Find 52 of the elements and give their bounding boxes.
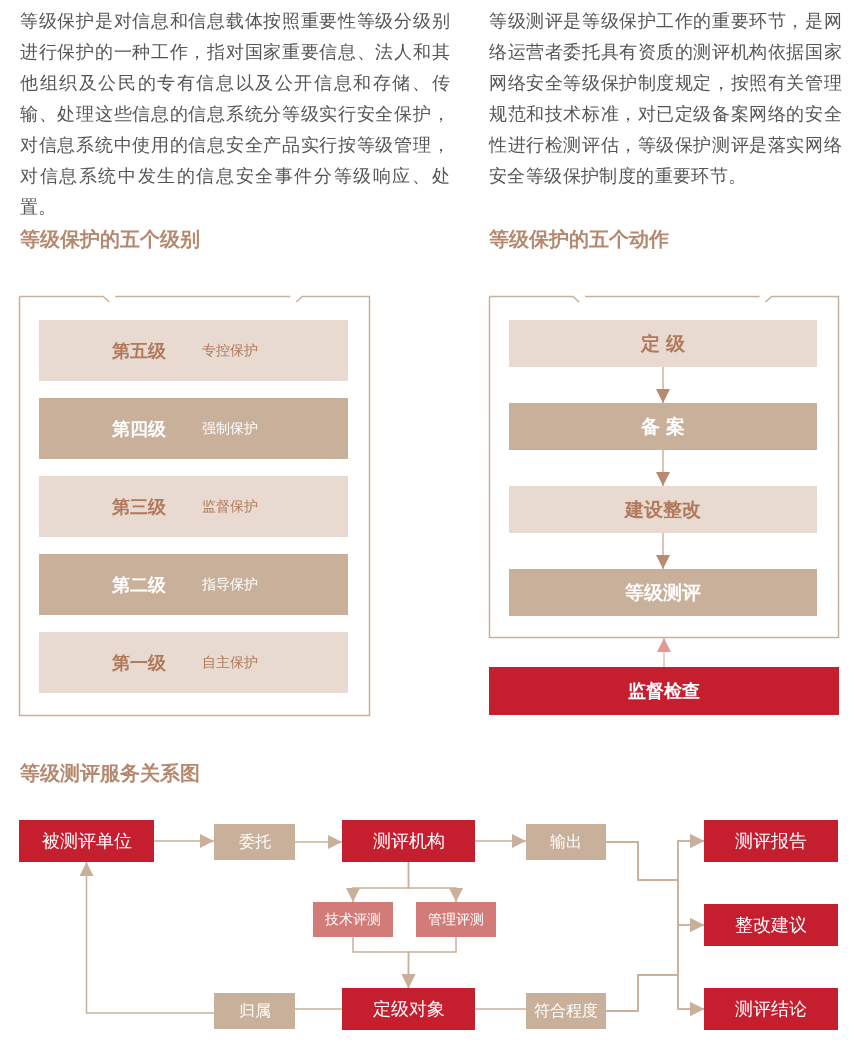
process-box: 归属 <box>214 993 295 1029</box>
arrow <box>605 974 705 1016</box>
process-box: 管理评测 <box>416 902 496 937</box>
process-box: 被测评单位 <box>19 820 154 862</box>
level-description: 监督保护 <box>202 497 258 516</box>
step-bar: 建设整改 <box>509 486 817 533</box>
arrow <box>294 835 343 849</box>
level-description: 专控保护 <box>202 341 258 360</box>
process-box: 符合程度 <box>526 993 606 1029</box>
level-description: 自主保护 <box>202 653 258 672</box>
process-box: 整改建议 <box>704 904 838 946</box>
level-title: 第二级 <box>112 572 166 597</box>
process-box: 技术评测 <box>313 902 393 937</box>
level-description: 强制保护 <box>202 419 258 438</box>
arrow <box>407 861 463 903</box>
arrow <box>401 936 457 989</box>
connector-line <box>474 1008 527 1010</box>
level-title: 第一级 <box>112 650 166 675</box>
arrow <box>153 834 215 848</box>
paragraph: 等级测评是等级保护工作的重要环节，是网络运营者委托具有资质的测评机构依据国家网络安全等级保护制度规定，按照有关管理规范和技术标准，对已定级备案网络的安全性进行检测评估，等级保护测评是落实网络安全等级保护制度的重要环节。 <box>489 9 842 188</box>
level-bar <box>39 476 348 537</box>
section-heading: 等级保护的五个级别 <box>20 226 201 253</box>
level-title: 第三级 <box>112 494 166 519</box>
arrow <box>79 861 215 1014</box>
level-title: 第五级 <box>112 338 166 363</box>
step-bar: 定 级 <box>509 320 817 367</box>
process-box: 测评报告 <box>704 820 838 862</box>
section-heading: 等级保护的五个动作 <box>489 226 670 253</box>
arrow <box>656 449 670 487</box>
level-bar <box>39 320 348 381</box>
process-box: 监督检查 <box>489 667 839 715</box>
process-box: 测评机构 <box>342 820 475 862</box>
arrow <box>656 366 670 404</box>
level-title: 第四级 <box>112 416 166 441</box>
process-box: 定级对象 <box>342 988 475 1030</box>
section-heading: 等级测评服务关系图 <box>20 760 201 787</box>
level-bar <box>39 632 348 693</box>
arrow <box>657 637 671 668</box>
panel-frame <box>19 296 370 716</box>
level-description: 指导保护 <box>202 575 258 594</box>
process-box: 委托 <box>214 824 295 860</box>
step-bar: 备 案 <box>509 403 817 450</box>
level-bar <box>39 398 348 459</box>
process-box: 测评结论 <box>704 988 838 1030</box>
connector-line <box>294 1008 343 1010</box>
arrow <box>656 532 670 570</box>
level-bar <box>39 554 348 615</box>
panel-frame <box>489 296 839 638</box>
arrow <box>474 834 527 848</box>
step-bar: 等级测评 <box>509 569 817 616</box>
paragraph: 等级保护是对信息和信息载体按照重要性等级分级别进行保护的一种工作，指对国家重要信息、法人和其他组织及公民的专有信息以及公开信息和存储、传输、处理这些信息的信息系统分等级实行安全保护，对信息系统中使用的信息安全产品实行按等级管理，对信息系统中发生的信息安全事件分等级响应、处置。 <box>20 9 450 219</box>
process-box: 输出 <box>526 824 606 860</box>
